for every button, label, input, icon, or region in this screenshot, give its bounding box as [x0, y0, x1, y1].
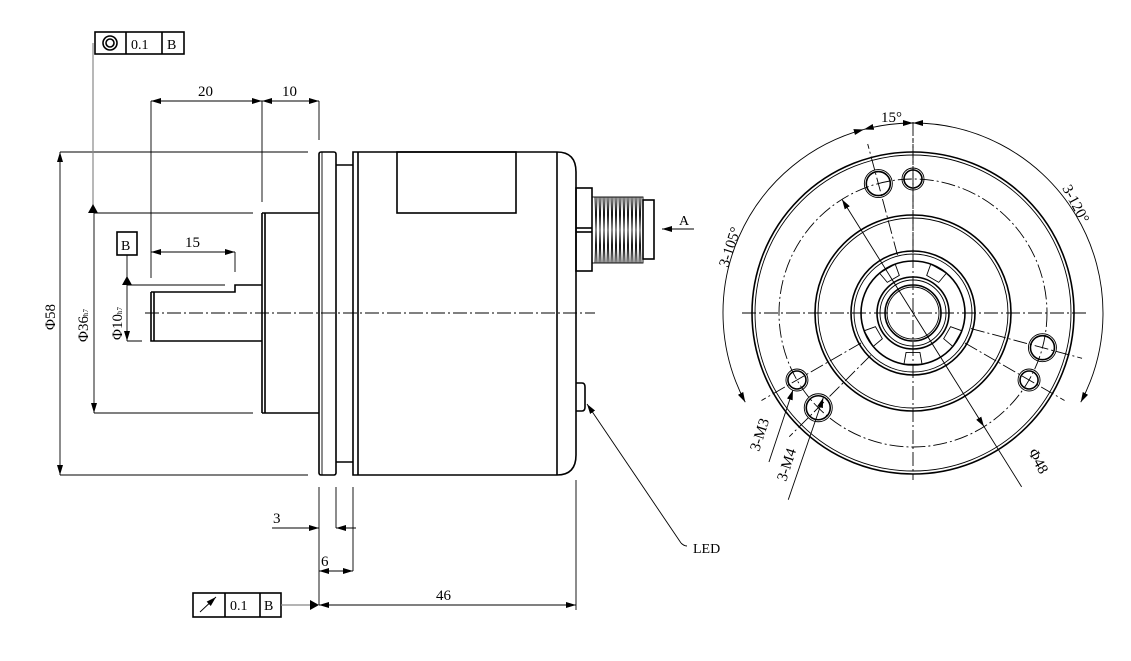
concentricity-icon-inner: [105, 38, 115, 48]
m4-leader: [787, 397, 824, 500]
concentricity-icon: [102, 35, 118, 51]
hole-m3-label: 3-M3: [748, 417, 774, 454]
shaft-10: [150, 284, 262, 342]
hole-center-line: [970, 328, 1083, 359]
dim-dia36: Φ36h7: [76, 309, 92, 342]
led-label: LED: [693, 542, 720, 557]
thread-line: [618, 196, 622, 264]
view-arrow-label: A: [679, 214, 690, 229]
frame-border: [94, 31, 185, 55]
dim-10: 10: [282, 84, 297, 100]
angle-15-arc: [863, 120, 914, 130]
thread-line: [630, 196, 634, 264]
connector-tip: [642, 199, 655, 260]
connector-nut: [575, 187, 593, 272]
hole-center-line: [964, 342, 1065, 401]
extension-lines: [60, 101, 577, 610]
led-leader: [586, 403, 682, 544]
concentricity-tolerance: 0.1: [131, 38, 149, 53]
front-view: 15° 3-120° 3-105° 3-M3 3-M4 Φ48: [717, 110, 1104, 500]
neck: [336, 164, 353, 463]
dim-dia10-value: Φ10: [110, 314, 126, 340]
dia48-leader: [983, 426, 1023, 488]
led: [576, 382, 586, 412]
m3-leader: [768, 389, 794, 463]
thread-line: [610, 196, 614, 264]
hole-center-line: [788, 355, 871, 438]
dim-3: 3: [273, 511, 281, 527]
concentricity-arrow: [88, 204, 98, 213]
dia48-dim-line: [841, 199, 985, 427]
dia48-label: Φ48: [1024, 446, 1050, 476]
angle-15-label: 15°: [881, 110, 902, 126]
frame-dividers: [224, 593, 261, 617]
dim-dia10-tolerance: h7: [116, 307, 124, 315]
flange: [318, 151, 337, 476]
dim-dia10: Φ10h7: [110, 307, 126, 340]
dim-dia36-tolerance: h7: [82, 309, 90, 317]
hole-m4-label: 3-M4: [775, 446, 801, 483]
dim-dia58: Φ58: [43, 304, 59, 330]
runout-arrow: [310, 600, 319, 610]
datum-triangle: [122, 276, 132, 285]
angle-3-120-label: 3-120°: [1058, 182, 1091, 226]
runout-tolerance: 0.1: [230, 599, 248, 614]
concentricity-frame: 0.1 B: [88, 31, 185, 213]
dim-6: 6: [321, 554, 329, 570]
hole-center-line: [867, 143, 898, 256]
dim-20: 20: [198, 84, 213, 100]
frame-dividers: [125, 32, 163, 54]
runout-frame: 0.1 B: [192, 592, 319, 618]
label-window: [396, 151, 517, 214]
thread-line: [634, 196, 638, 264]
angle-3-105-label: 3-105°: [717, 225, 745, 269]
thread-lines: [594, 196, 642, 264]
thread-line: [602, 196, 606, 264]
angle-3-105-arc: [722, 129, 864, 403]
thread-line: [622, 196, 626, 264]
angle-3-120-arc: [912, 120, 1104, 403]
concentricity-datum: B: [167, 38, 176, 53]
side-view: A LED 20 10 15 Φ58 Φ36h7 Φ10h7 3 6 46: [43, 31, 720, 618]
runout-icon: [199, 596, 217, 613]
dim-15: 15: [185, 235, 200, 251]
thread-line: [614, 196, 618, 264]
front-view-geometry: [722, 120, 1104, 500]
runout-datum: B: [264, 599, 273, 614]
m4-hole: [865, 170, 892, 197]
dim-dia36-value: Φ36: [76, 316, 92, 342]
hole-center-line: [761, 342, 862, 401]
datum-b-label: B: [121, 239, 130, 254]
thread-line: [594, 196, 598, 264]
thread-line: [606, 196, 610, 264]
m4-hole-outer: [863, 169, 893, 199]
m12-connector: [575, 187, 655, 272]
housing: [352, 151, 577, 476]
shaft-step-36: [261, 212, 319, 414]
thread-line: [626, 196, 630, 264]
led-leader-tail: [680, 542, 688, 547]
dim-46: 46: [436, 588, 452, 604]
thread-line: [638, 196, 642, 264]
thread-line: [598, 196, 602, 264]
